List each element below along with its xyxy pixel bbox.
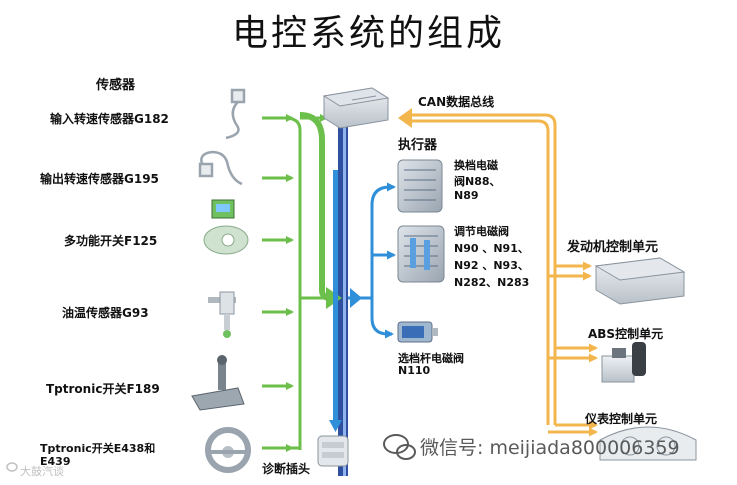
selector-solenoid-icon <box>397 321 438 343</box>
ecu-bar <box>338 96 348 476</box>
weibo-watermark: 大鼓汽谈 <box>20 465 64 478</box>
abs-control-unit-icon <box>601 342 646 383</box>
main-sensor-arrow <box>299 112 342 432</box>
sensor-label-e438: Tptronic开关E438和 <box>40 442 156 455</box>
actuator-label-n90-2: N90 、N91、 <box>454 242 529 255</box>
speed-sensor-icon <box>225 88 246 140</box>
sensor-label-f189: Tptronic开关F189 <box>46 382 160 396</box>
actuator-label-n88-2: 阀N88、 <box>454 175 501 188</box>
actuator-label-n110-1: 选档杆电磁阀 <box>398 352 464 365</box>
actuator-label-n90-1: 调节电磁阀 <box>454 225 509 238</box>
sensor-label-e439: E439 <box>40 455 71 468</box>
sensor-label-g182: 输入转速传感器G182 <box>50 112 169 126</box>
multi-switch-icon <box>203 199 249 255</box>
shift-solenoid-icon <box>397 159 443 213</box>
wechat-icon <box>383 434 416 460</box>
abs-control-unit-label: ABS控制单元 <box>588 327 664 341</box>
diagnostic-connector-icon <box>317 435 349 467</box>
sensors-heading: 传感器 <box>96 78 136 93</box>
engine-control-unit-label: 发动机控制单元 <box>567 240 659 255</box>
speed-sensor-icon <box>198 150 243 186</box>
actuator-label-n90-4: N282、N283 <box>454 276 530 289</box>
actuator-label-n88-1: 换档电磁 <box>454 159 498 172</box>
engine-control-unit-icon <box>594 257 686 305</box>
can-bus-lines <box>410 113 598 437</box>
sensor-label-g93: 油温传感器G93 <box>62 306 149 320</box>
can-bus-label: CAN数据总线 <box>418 95 495 109</box>
actuator-label-n90-3: N92 、N93、 <box>454 259 529 272</box>
temp-sensor-icon <box>208 291 236 338</box>
actuator-label-n110-2: N110 <box>398 364 431 377</box>
steering-wheel-icon <box>205 427 251 473</box>
instrument-cluster-icon <box>599 426 697 461</box>
tcu-module-icon <box>322 87 390 129</box>
wechat-watermark: 微信号: meijiada800006359 <box>420 437 680 459</box>
weibo-icon <box>6 462 18 472</box>
sensor-label-f125: 多功能开关F125 <box>64 234 158 248</box>
diagnostic-label: 诊断插头 <box>262 462 311 476</box>
sensor-signal-lines <box>262 114 328 452</box>
actuator-lines <box>348 182 396 339</box>
actuators-heading: 执行器 <box>398 138 438 153</box>
actuator-main-arrow <box>350 288 362 308</box>
instrument-control-unit-label: 仪表控制单元 <box>585 412 658 426</box>
diagram-title: 电控系统的组成 <box>231 13 505 54</box>
sensor-label-g195: 输出转速传感器G195 <box>40 172 159 186</box>
shifter-icon <box>191 355 245 411</box>
regulator-solenoid-icon <box>397 225 445 283</box>
actuator-label-n88-3: N89 <box>454 189 479 202</box>
can-bus-arrow <box>398 108 412 128</box>
